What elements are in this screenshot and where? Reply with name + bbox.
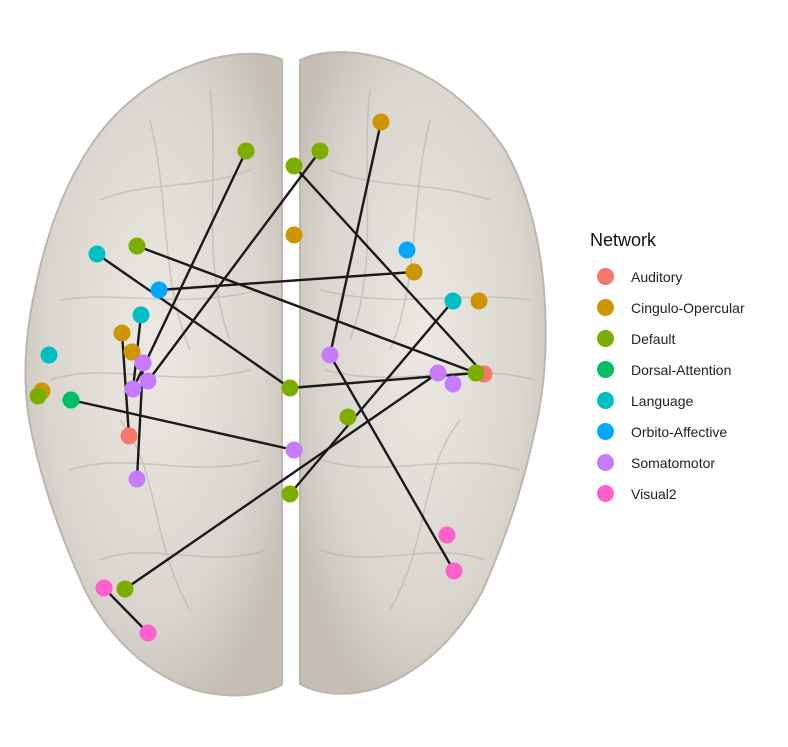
node-d4 <box>128 237 146 255</box>
edge-d3-s2 <box>146 149 322 383</box>
node-l1 <box>88 245 106 263</box>
edge-d1-s3 <box>131 149 248 391</box>
legend-label: Language <box>631 392 694 409</box>
node-o1 <box>150 281 168 299</box>
legend-item: Somatomotor <box>590 447 745 478</box>
edge-d2-a2 <box>292 164 486 376</box>
node-d5 <box>29 387 47 405</box>
node-l4 <box>40 346 58 364</box>
legend-item: Default <box>590 323 745 354</box>
legend-label: Auditory <box>631 268 683 285</box>
legend-label: Somatomotor <box>631 454 716 471</box>
node-o2 <box>398 241 416 259</box>
node-d6 <box>281 379 299 397</box>
node-v2 <box>438 526 456 544</box>
edge-d4-d7 <box>135 244 478 375</box>
node-s6 <box>429 364 447 382</box>
edge-da1-s8 <box>69 398 296 452</box>
node-l2 <box>444 292 462 310</box>
node-v3 <box>445 562 463 580</box>
node-c2 <box>285 226 303 244</box>
node-s1 <box>134 354 152 372</box>
legend-item: Orbito-Affective <box>590 416 745 447</box>
node-v4 <box>139 624 157 642</box>
legend-swatch <box>597 330 614 347</box>
legend-swatch <box>597 454 614 471</box>
edge-c1-s5 <box>328 120 383 357</box>
legend-title: Network <box>590 230 657 250</box>
legend-swatch <box>597 268 614 285</box>
node-d1 <box>237 142 255 160</box>
legend-item: Auditory <box>590 261 745 292</box>
node-s8 <box>285 441 303 459</box>
legend-label: Cingulo-Opercular <box>631 299 745 316</box>
edge-v1-v4 <box>102 586 150 635</box>
edge-s5-v3 <box>328 353 456 573</box>
legend-label: Dorsal-Attention <box>631 361 732 378</box>
node-c6 <box>123 343 141 361</box>
region-nodes <box>29 113 493 642</box>
legend-item: Dorsal-Attention <box>590 354 745 385</box>
edge-o1-c3 <box>157 270 416 292</box>
edge-l1-d6 <box>95 252 292 390</box>
legend-swatch <box>597 423 614 440</box>
node-s7 <box>444 375 462 393</box>
node-c3 <box>405 263 423 281</box>
legend-label: Visual2 <box>631 485 677 502</box>
legend-label: Orbito-Affective <box>631 423 728 440</box>
legend-swatch <box>597 299 614 316</box>
node-d8 <box>339 408 357 426</box>
node-c5 <box>113 324 131 342</box>
edge-s6-d10 <box>123 371 440 591</box>
legend-swatch <box>597 485 614 502</box>
node-d2 <box>285 157 303 175</box>
node-v1 <box>95 579 113 597</box>
legend-swatch <box>597 392 614 409</box>
legend-item: Language <box>590 385 745 416</box>
node-d7 <box>467 364 485 382</box>
node-a1 <box>120 427 138 445</box>
node-c4 <box>470 292 488 310</box>
node-s4 <box>128 470 146 488</box>
legend-label: Default <box>631 330 676 347</box>
node-c1 <box>372 113 390 131</box>
node-l3 <box>132 306 150 324</box>
node-da1 <box>62 391 80 409</box>
node-s3 <box>124 380 142 398</box>
node-s5 <box>321 346 339 364</box>
edge-l2-d9 <box>288 299 455 496</box>
legend-item: Cingulo-Opercular <box>590 292 745 323</box>
node-d10 <box>116 580 134 598</box>
edge-c5-a1 <box>120 331 131 438</box>
node-d9 <box>281 485 299 503</box>
node-s2 <box>139 372 157 390</box>
legend-swatch <box>597 361 614 378</box>
node-d3 <box>311 142 329 160</box>
legend-item: Visual2 <box>590 478 745 509</box>
